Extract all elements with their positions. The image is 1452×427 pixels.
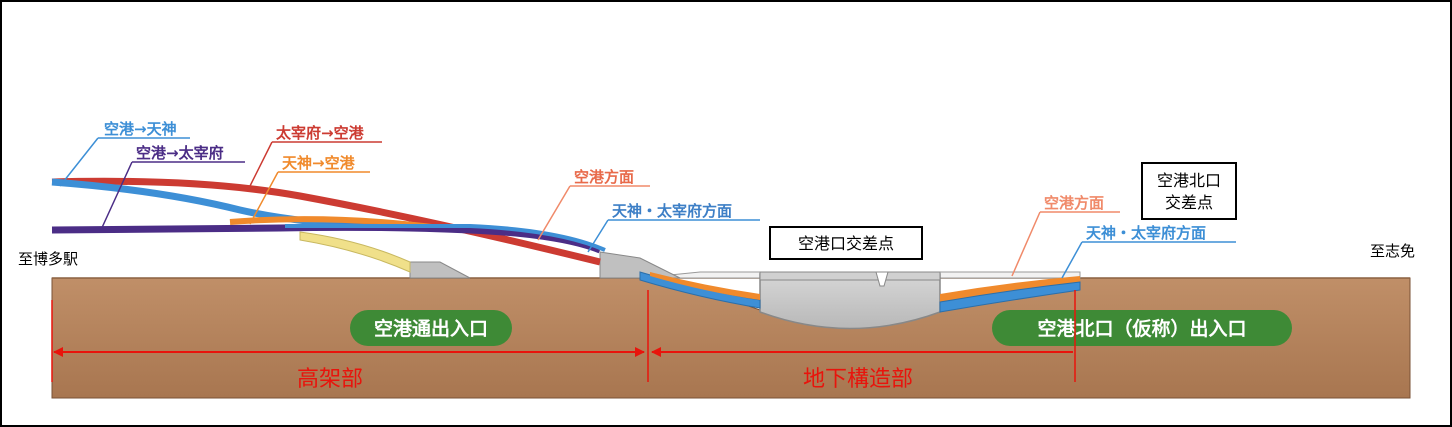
- leader-left-airport-dir: [537, 185, 650, 241]
- badge-airport-north-label: 空港北口（仮称）出入口: [1037, 317, 1246, 340]
- leader-airport-to-dazaifu: [99, 161, 245, 233]
- label-tenjin-to-airport: 天神→空港: [282, 154, 356, 172]
- tunnel-lane-orange-right: [940, 276, 1080, 302]
- intersection-airport-north: 空港北口 交差点: [1141, 162, 1237, 220]
- leader-right-tenjin-dazaifu-dir: [1061, 241, 1236, 279]
- badge-airport-street-entrance: 空港通出入口: [350, 310, 512, 346]
- route-line-red: [51, 177, 601, 266]
- intersection-airport-entrance: 空港口交差点: [769, 226, 923, 260]
- station-left: 至博多駅: [18, 250, 78, 268]
- leader-dazaifu-to-airport: [249, 141, 382, 187]
- ramp-yellow: [299, 231, 411, 273]
- center-median-notch: [875, 271, 889, 287]
- label-airport-to-tenjin: 空港→天神: [104, 120, 177, 138]
- leader-right-airport-dir: [1011, 211, 1120, 277]
- station-right: 至志免: [1370, 242, 1415, 260]
- label-left-airport-dir: 空港方面: [574, 168, 634, 186]
- label-right-tenjin-dazaifu-dir: 天神・太宰府方面: [1086, 224, 1206, 242]
- tunnel-lane-orange-left: [650, 272, 760, 300]
- badge-airport-north-entrance: 空港北口（仮称）出入口: [992, 310, 1292, 346]
- section-underground-label: 地下構造部: [803, 367, 913, 392]
- label-left-tenjin-dazaifu-dir: 天神・太宰府方面: [612, 202, 732, 220]
- label-right-airport-dir: 空港方面: [1044, 194, 1104, 212]
- label-dazaifu-to-airport: 太宰府→空港: [276, 124, 365, 142]
- tunnel-lane-blue-right: [939, 281, 1081, 313]
- label-airport-to-dazaifu: 空港→太宰府: [136, 144, 224, 162]
- leader-airport-to-tenjin: [59, 137, 190, 187]
- intersection-airport-entrance-label: 空港口交差点: [798, 234, 894, 253]
- underground-structure-cap: [759, 271, 941, 281]
- underground-box-structure: [759, 273, 941, 330]
- leader-tenjin-to-airport: [249, 171, 370, 225]
- elevated-pier-right: [599, 251, 681, 279]
- badge-airport-street-label: 空港通出入口: [374, 317, 488, 340]
- intersection-airport-north-line1: 空港北口: [1157, 171, 1221, 190]
- leader-left-tenjin-dazaifu-dir: [587, 219, 760, 253]
- elevated-pier-left: [409, 261, 471, 279]
- intersection-airport-north-line2: 交差点: [1165, 193, 1213, 212]
- section-elevated-label: 高架部: [297, 367, 363, 392]
